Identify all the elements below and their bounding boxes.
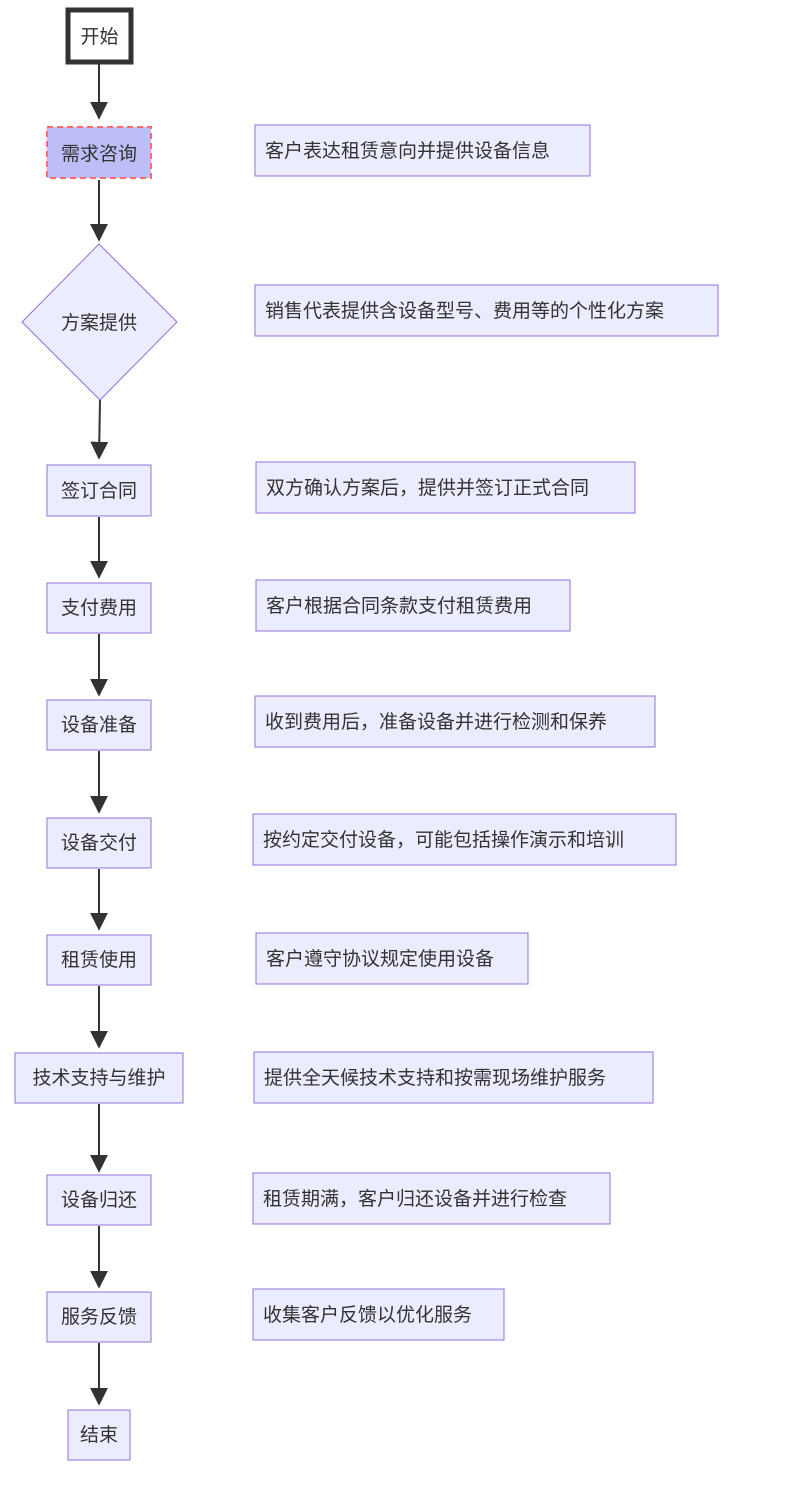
node-contract-box [46,464,152,517]
node-plan-diamond [21,243,178,401]
note-prepare: 收到费用后，准备设备并进行检测和保养 [254,695,656,748]
node-support-label: 技术支持与维护 [32,1067,165,1089]
note-prepare-text: 收到费用后，准备设备并进行检测和保养 [265,711,607,733]
edge-plan-contract [90,399,109,460]
note-return-text: 租赁期满，客户归还设备并进行检查 [263,1188,567,1210]
node-return-box [46,1174,152,1226]
node-deliver: 设备交付 [46,817,152,869]
node-plan: 方案提供 [21,243,178,401]
note-consult: 客户表达租赁意向并提供设备信息 [254,124,591,177]
note-deliver: 按约定交付设备，可能包括操作演示和培训 [252,813,677,866]
node-use-label: 租赁使用 [61,949,137,971]
node-prepare-box [46,699,152,751]
note-feedback-box [252,1288,505,1341]
node-consult-box [46,126,152,179]
node-support-box [14,1052,184,1104]
note-feedback: 收集客户反馈以优化服务 [252,1288,505,1341]
note-contract: 双方确认方案后，提供并签订正式合同 [255,461,636,514]
note-contract-box [255,461,636,514]
node-start-box [65,7,134,65]
node-consult-label: 需求咨询 [61,143,137,165]
node-support: 技术支持与维护 [14,1052,184,1104]
note-contract-text: 双方确认方案后，提供并签订正式合同 [266,477,589,499]
node-contract-label: 签订合同 [61,480,137,502]
edges [90,64,109,1406]
node-prepare-label: 设备准备 [61,714,137,736]
note-use-box [255,932,529,985]
node-end-label: 结束 [80,1424,118,1446]
note-deliver-box [252,813,677,866]
note-use: 客户遵守协议规定使用设备 [255,932,529,985]
node-feedback-box [46,1291,152,1343]
node-payment: 支付费用 [46,582,152,634]
node-use-box [46,934,152,986]
node-feedback: 服务反馈 [46,1291,152,1343]
node-return-label: 设备归还 [61,1189,137,1211]
node-end-box [67,1409,131,1461]
node-payment-box [46,582,152,634]
note-payment: 客户根据合同条款支付租赁费用 [255,579,571,632]
node-deliver-box [46,817,152,869]
node-return: 设备归还 [46,1174,152,1226]
note-return: 租赁期满，客户归还设备并进行检查 [252,1172,611,1225]
note-plan-box [254,284,719,337]
note-support: 提供全天候技术支持和按需现场维护服务 [253,1051,654,1104]
note-return-box [252,1172,611,1225]
node-prepare: 设备准备 [46,699,152,751]
node-deliver-label: 设备交付 [61,832,137,854]
node-payment-label: 支付费用 [61,597,137,619]
node-plan-label: 方案提供 [61,312,137,334]
node-start: 开始 [65,7,134,65]
node-contract: 签订合同 [46,464,152,517]
node-start-label: 开始 [80,26,118,48]
node-feedback-label: 服务反馈 [61,1306,137,1328]
note-consult-box [254,124,591,177]
note-feedback-text: 收集客户反馈以优化服务 [263,1304,472,1326]
note-consult-text: 客户表达租赁意向并提供设备信息 [265,140,550,162]
note-plan-text: 销售代表提供含设备型号、费用等的个性化方案 [265,300,664,322]
node-consult: 需求咨询 [46,126,152,179]
note-deliver-text: 按约定交付设备，可能包括操作演示和培训 [263,829,624,851]
node-use: 租赁使用 [46,934,152,986]
note-use-text: 客户遵守协议规定使用设备 [266,948,494,970]
note-prepare-box [254,695,656,748]
note-payment-text: 客户根据合同条款支付租赁费用 [266,595,532,617]
note-plan: 销售代表提供含设备型号、费用等的个性化方案 [254,284,719,337]
node-end: 结束 [67,1409,131,1461]
note-support-box [253,1051,654,1104]
note-support-text: 提供全天候技术支持和按需现场维护服务 [264,1067,606,1089]
note-payment-box [255,579,571,632]
